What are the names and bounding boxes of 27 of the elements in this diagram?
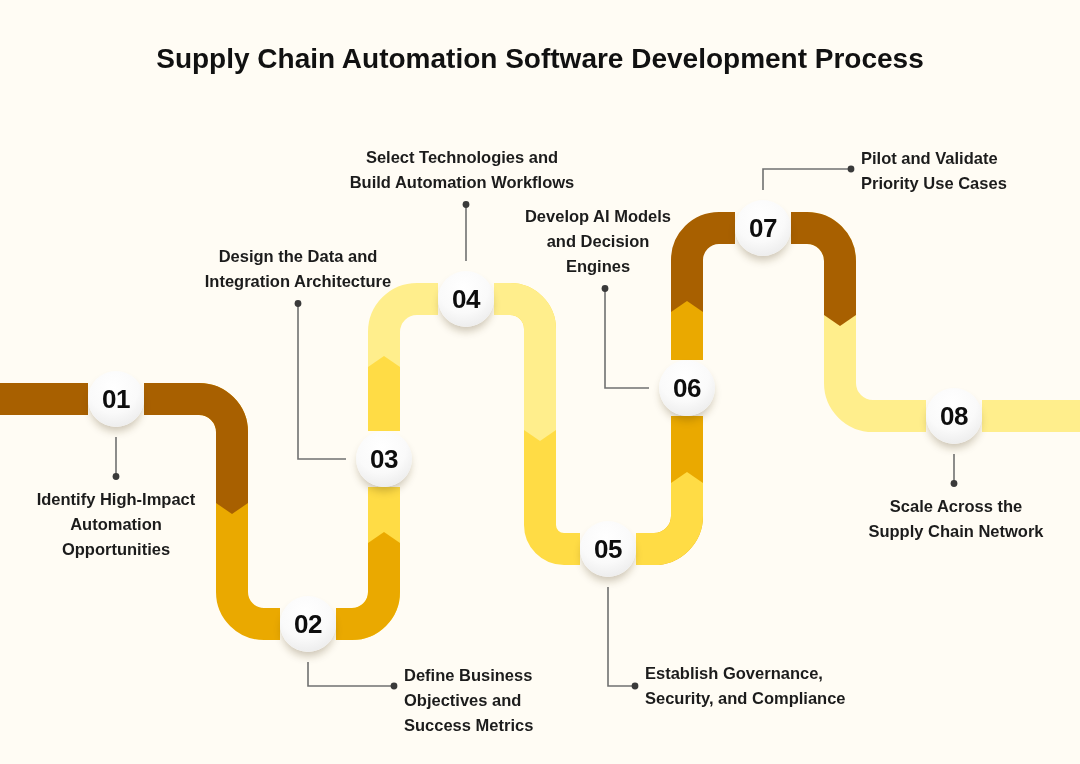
step-label: Identify High-Impact Automation Opportunities — [26, 486, 206, 562]
step-label: Define Business Objectives and Success Metrics — [404, 662, 549, 738]
leader-line — [601, 285, 650, 389]
step-number-badge: 04 — [438, 271, 494, 327]
step-label: Select Technologies and Build Automation Workflows — [346, 144, 578, 195]
step-number-badge: 03 — [356, 431, 412, 487]
leader-line — [762, 165, 855, 191]
step-number-badge: 06 — [659, 360, 715, 416]
step-number-badge: 02 — [280, 596, 336, 652]
step-label: Pilot and Validate Priority Use Cases — [861, 145, 1026, 196]
step-number-badge: 08 — [926, 388, 982, 444]
leader-line — [294, 300, 347, 460]
step-label: Scale Across the Supply Chain Network — [863, 493, 1049, 544]
leader-line — [462, 201, 470, 262]
diagram-title: Supply Chain Automation Software Development Process — [156, 42, 924, 76]
leader-line — [307, 661, 398, 690]
step-number-badge: 01 — [88, 371, 144, 427]
step-number-badge: 07 — [735, 200, 791, 256]
step-label: Design the Data and Integration Architecture — [195, 243, 401, 294]
leader-line — [950, 453, 958, 487]
step-label: Establish Governance, Security, and Compliance — [645, 660, 860, 711]
road-segment — [982, 400, 1080, 432]
leader-line — [112, 436, 120, 480]
step-number-badge: 05 — [580, 521, 636, 577]
leader-line — [607, 586, 639, 690]
road-segment — [0, 383, 88, 415]
step-label: Develop AI Models and Decision Engines — [518, 203, 678, 279]
